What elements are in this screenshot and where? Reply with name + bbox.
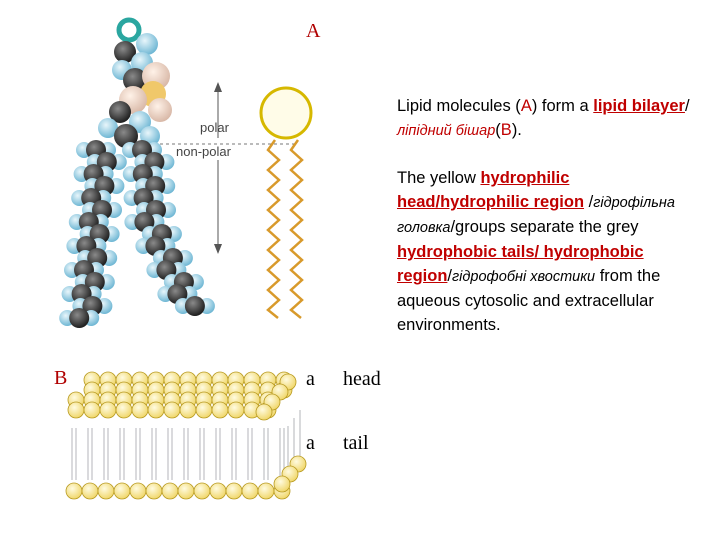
schematic-lipid <box>259 86 313 319</box>
bilayer-bottom-heads <box>65 455 307 500</box>
lipid-head <box>115 401 133 419</box>
lipid-head <box>131 401 149 419</box>
lipid-head <box>83 401 101 419</box>
lipid-head <box>193 482 211 500</box>
tail-marker-letter: a <box>306 432 315 454</box>
tail-label: tail <box>343 432 369 454</box>
non-polar-label: non-polar <box>176 144 231 159</box>
lipid-head <box>81 482 99 500</box>
lipid-head <box>241 482 259 500</box>
lipid-head <box>177 482 195 500</box>
lipid-head <box>113 482 131 500</box>
lipid-head <box>65 482 83 500</box>
lipid-head <box>163 401 181 419</box>
atom <box>184 296 205 316</box>
lipid-head <box>129 482 147 500</box>
molecule-tail-right <box>122 140 215 316</box>
lipid-head <box>195 401 213 419</box>
lipid-head <box>227 401 245 419</box>
lipid-head <box>97 482 115 500</box>
head-label: head <box>343 368 381 390</box>
lipid-head <box>179 401 197 419</box>
lipid-head <box>147 401 165 419</box>
lipid-head <box>211 401 229 419</box>
polarity-marker <box>160 82 295 254</box>
polar-label: polar <box>200 120 229 135</box>
figure-label-a: A <box>306 20 321 42</box>
figure-label-b: B <box>54 367 68 389</box>
lipid-head <box>273 475 291 493</box>
bilayer-tails <box>71 410 301 480</box>
bilayer-top-heads <box>67 371 297 421</box>
atom <box>132 164 153 184</box>
lipid-head <box>145 482 163 500</box>
lipid-head <box>257 482 275 500</box>
atom <box>132 140 152 160</box>
description-paragraph-2: The yellow hydrophilic head/hydrophilic … <box>397 169 675 334</box>
description-paragraph-1: Lipid molecules (A) form a lipid bilayer… <box>397 97 690 139</box>
lipid-head <box>99 401 117 419</box>
lipid-molecule-illustration <box>59 17 313 328</box>
molecule-head-atoms <box>98 17 172 148</box>
lipid-head <box>67 401 85 419</box>
lipid-head <box>225 482 243 500</box>
lipid-head <box>255 403 273 421</box>
atom <box>69 308 90 328</box>
head-marker-letter: a <box>306 368 315 390</box>
atom <box>133 188 154 208</box>
lipid-head <box>209 482 227 500</box>
lipid-head <box>161 482 179 500</box>
lipid-bilayer-illustration <box>65 371 307 500</box>
molecule-tail-left <box>59 140 127 328</box>
